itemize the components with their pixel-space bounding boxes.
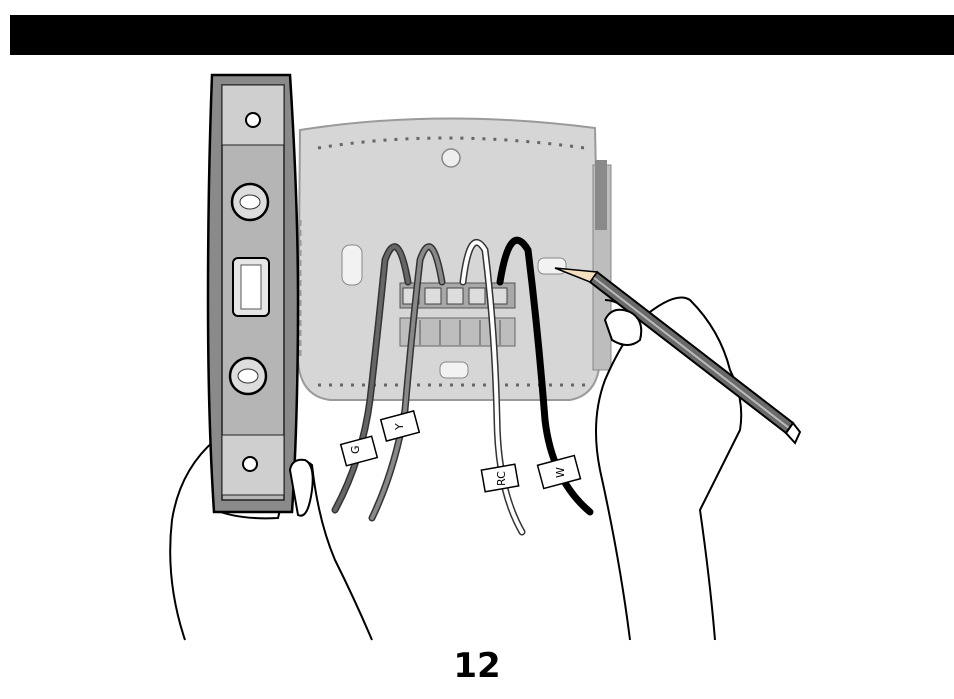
- wire-tag-y: Y: [381, 411, 420, 441]
- wire-label-rc: RC: [495, 471, 508, 486]
- header-bar: [10, 15, 954, 55]
- wallplate-icon: [298, 118, 611, 400]
- bubble-level-icon: [208, 75, 298, 512]
- wire-tag-w: W: [538, 455, 581, 488]
- wire-tag-g: G: [341, 436, 378, 466]
- right-hand-icon: [596, 298, 741, 641]
- wire-tag-rc: RC: [481, 464, 518, 492]
- wire-label-g: G: [349, 445, 362, 454]
- wire-label-y: Y: [393, 423, 406, 431]
- page-number: 12: [0, 646, 954, 686]
- installation-illustration: G Y RC W: [0, 55, 954, 655]
- wire-label-w: W: [554, 467, 567, 478]
